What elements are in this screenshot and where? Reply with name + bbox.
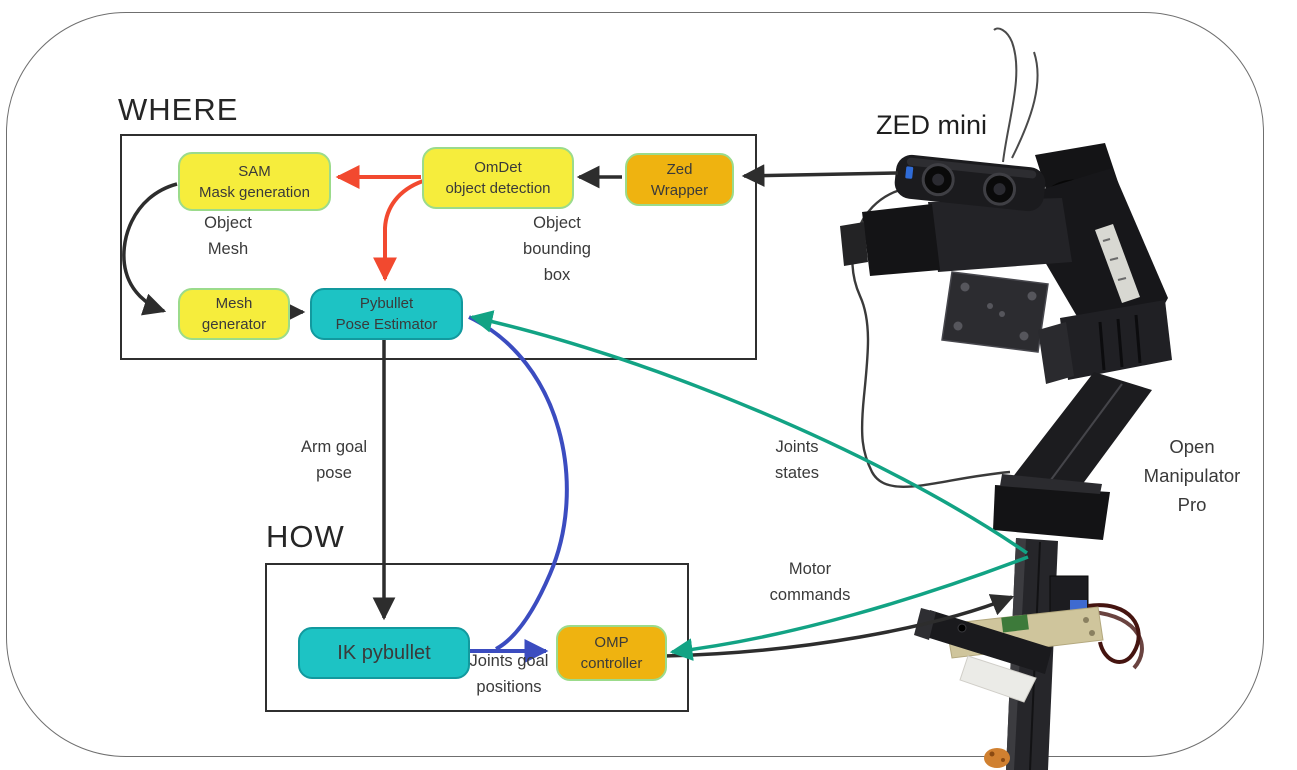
robot-elbow-bracket xyxy=(1038,322,1074,384)
plate-screw xyxy=(1019,331,1029,341)
motor-commands-line1: Motor xyxy=(788,560,832,578)
arrow-camera-to-zed-wrapper xyxy=(741,164,899,187)
node-omp-controller-line2: controller xyxy=(580,655,643,672)
label-strip-mark xyxy=(1117,277,1127,281)
label-strip-mark xyxy=(1109,257,1119,261)
node-zed-wrapper-line2: Wrapper xyxy=(650,181,709,199)
plate-screw xyxy=(1027,291,1037,301)
edge-label-object-bounding-box: Object bounding box xyxy=(523,210,591,288)
arrow-motor-commands-to-robot xyxy=(663,594,1015,658)
servo-wire2 xyxy=(1091,610,1144,670)
omp-label-line2: Manipulator xyxy=(1143,465,1241,486)
how-title: HOW xyxy=(266,519,345,554)
plate-screw xyxy=(953,321,963,331)
arm-goal-line2: pose xyxy=(316,464,352,482)
label-strip-mark xyxy=(1102,238,1111,242)
camera-cable-top2 xyxy=(1011,51,1039,159)
robot-gripper-finger xyxy=(862,204,940,276)
node-sam-line1: SAM xyxy=(238,162,271,180)
node-omp-controller: OMP controller xyxy=(556,625,667,681)
node-sam-line2: Mask generation xyxy=(199,183,310,201)
object-bb-line2: bounding xyxy=(523,240,591,258)
lower-camera-lens xyxy=(957,623,967,633)
orange-object-spot xyxy=(989,751,995,757)
camera-cable-top xyxy=(993,27,1018,163)
orange-object-spot xyxy=(1001,758,1005,762)
orange-object xyxy=(984,748,1010,768)
object-bb-line3: box xyxy=(543,266,571,284)
edge-label-joints-states: Joints states xyxy=(775,434,819,486)
joints-states-line2: states xyxy=(774,464,820,482)
plate-screw xyxy=(999,311,1005,317)
node-zed-wrapper: Zed Wrapper xyxy=(625,153,734,206)
node-sam: SAM Mask generation xyxy=(178,152,331,211)
arrow-omdet-to-pose-estimator xyxy=(373,179,424,282)
node-mesh-generator: Mesh generator xyxy=(178,288,290,340)
plate-screw xyxy=(987,303,993,309)
robot-gripper-body xyxy=(928,198,1072,272)
edge-label-arm-goal-pose: Arm goal pose xyxy=(301,434,367,486)
pcb xyxy=(1001,614,1029,633)
node-omdet-line1: OmDet xyxy=(474,159,522,176)
omp-label-line3: Pro xyxy=(1177,494,1207,515)
robot-base-plate xyxy=(1000,474,1102,494)
arrow-sam-to-mesh-generator xyxy=(122,182,178,316)
node-omdet-line2: object detection xyxy=(445,180,551,197)
object-mesh-line1: Object xyxy=(204,214,252,232)
zed-mini-label: ZED mini xyxy=(876,110,988,140)
lower-stereo-camera xyxy=(923,610,1052,674)
plate-screw xyxy=(1083,617,1089,623)
node-ik-pybullet: IK pybullet xyxy=(298,627,470,679)
node-ik-pybullet-label: IK pybullet xyxy=(337,641,431,664)
arrow-joints-states-to-pose-estimator xyxy=(469,310,1028,555)
joints-goal-line1: Joints goal xyxy=(469,652,549,670)
plate-screw xyxy=(960,282,970,292)
node-pose-estimator-line2: Pose Estimator xyxy=(335,316,438,333)
object-bb-line1: Object xyxy=(533,214,581,232)
joints-states-line1: Joints xyxy=(775,438,819,456)
node-zed-wrapper-line1: Zed xyxy=(666,160,693,178)
arrow-joints-states-to-omp-controller xyxy=(669,555,1029,661)
node-omdet: OmDet object detection xyxy=(422,147,574,209)
node-pose-estimator-line1: Pybullet xyxy=(359,295,414,312)
edge-label-object-mesh: Object Mesh xyxy=(204,210,252,262)
omp-label-line1: Open xyxy=(1169,436,1215,457)
node-omp-controller-line1: OMP xyxy=(594,634,629,651)
rounded-page-border xyxy=(6,12,1264,757)
robot-photo xyxy=(840,27,1172,770)
robot-base-joint xyxy=(993,485,1110,540)
open-manipulator-pro-label: Open Manipulator Pro xyxy=(1144,432,1241,519)
object-mesh-line2: Mesh xyxy=(207,240,249,258)
node-mesh-generator-line2: generator xyxy=(201,316,267,333)
elbow-rib xyxy=(1098,321,1106,371)
robot-gripper-connector xyxy=(840,222,868,266)
node-mesh-generator-line1: Mesh xyxy=(215,295,253,312)
edge-label-joints-goal-positions: Joints goal positions xyxy=(470,648,549,700)
where-group-frame xyxy=(120,134,757,360)
camera-led xyxy=(905,166,914,179)
arm-goal-line1: Arm goal xyxy=(300,438,368,456)
zed-mini-camera xyxy=(894,154,1046,212)
robot-gripper-plate xyxy=(941,271,1049,353)
robot-elbow xyxy=(1060,300,1172,380)
plate-screw xyxy=(1089,630,1095,636)
servo-wire xyxy=(1087,603,1141,664)
edge-label-motor-commands: Motor commands xyxy=(770,556,851,608)
elbow-rib xyxy=(1134,314,1142,364)
where-title: WHERE xyxy=(118,92,239,127)
elbow-rib xyxy=(1116,318,1124,368)
joints-goal-line2: positions xyxy=(476,678,542,696)
motor-commands-line2: commands xyxy=(769,586,851,604)
robot-arm-label-strip xyxy=(1095,224,1140,303)
node-pose-estimator: Pybullet Pose Estimator xyxy=(310,288,463,340)
curve-pose-estimator-to-omp xyxy=(468,315,569,651)
camera-bracket xyxy=(959,655,1037,703)
how-group-frame xyxy=(265,563,689,712)
